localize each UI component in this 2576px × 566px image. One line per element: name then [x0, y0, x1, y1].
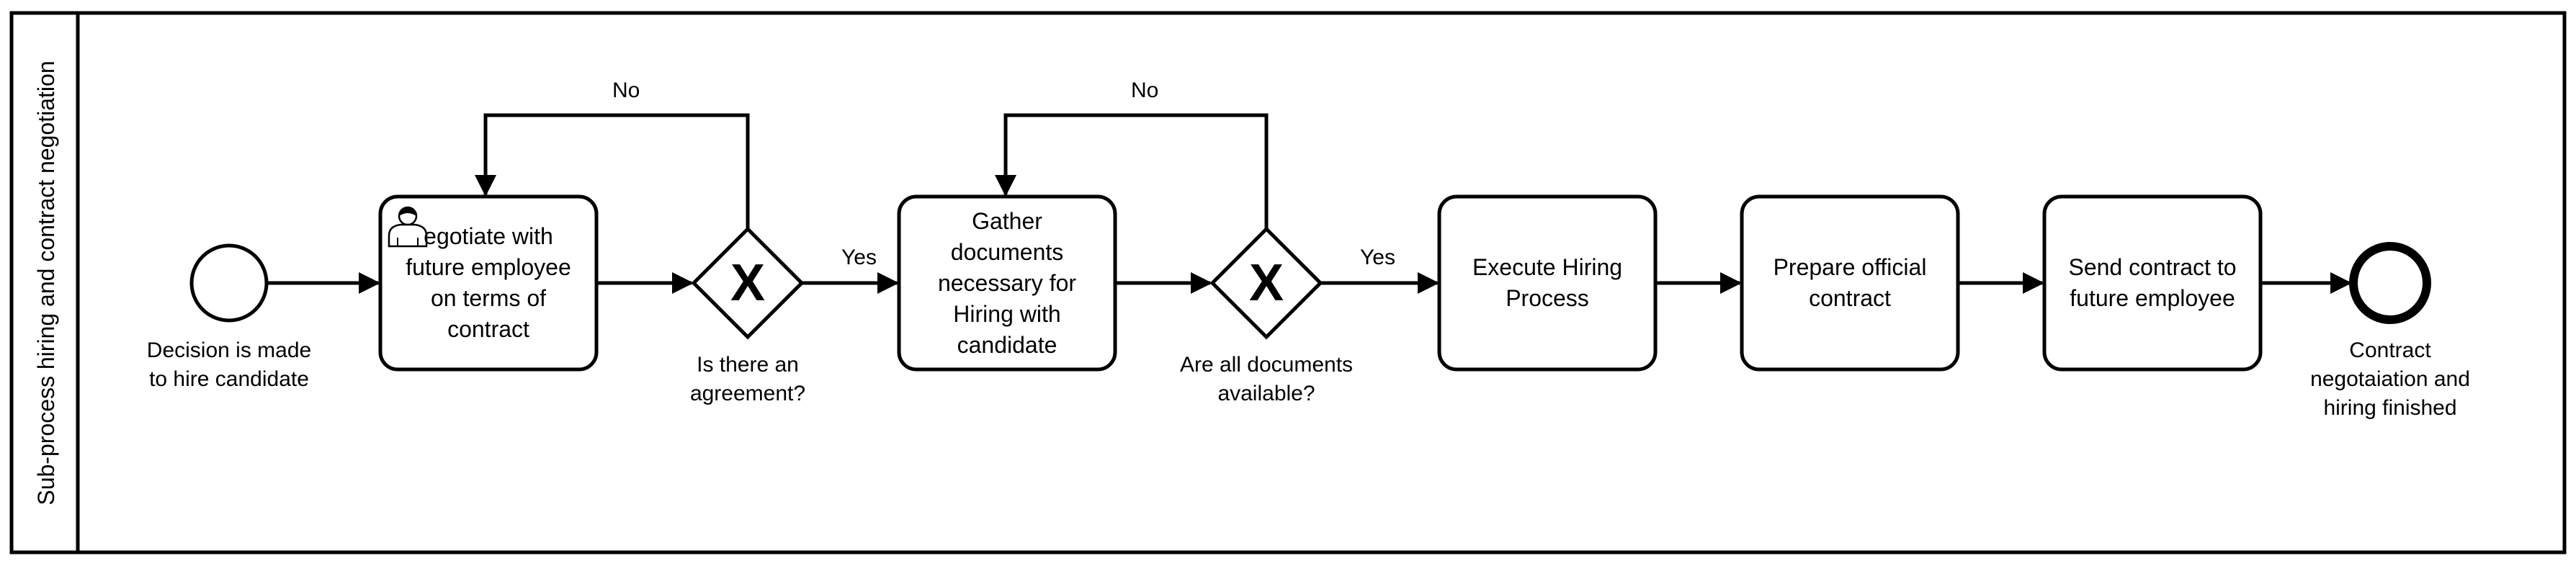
edge-label-agreement-yes: Yes	[841, 246, 877, 269]
start-event[interactable]	[189, 243, 269, 323]
user-icon	[388, 206, 428, 248]
task-send-label: Send contract to future employee	[2068, 254, 2237, 311]
end-event-label: Contract negotaiation and hiring finishe…	[2310, 338, 2470, 420]
edge-label-documents-no: No	[1131, 78, 1159, 102]
end-event[interactable]	[2349, 242, 2431, 324]
gateway-documents-label: Are all documents available?	[1179, 353, 1354, 405]
edge-label-documents-yes: Yes	[1360, 246, 1395, 269]
flow-documents-no[interactable]	[995, 113, 1269, 229]
flow-agreement-no[interactable]	[475, 113, 750, 229]
pool-label: Sub-process hiring and contract negotiat…	[32, 60, 59, 506]
gateway-agreement-marker: X	[730, 254, 765, 312]
gateway-agreement[interactable]: X	[691, 226, 805, 340]
task-negotiate-label: egotiate with future employee on terms o…	[406, 223, 571, 342]
edge-label-agreement-no: No	[612, 78, 640, 102]
gateway-documents[interactable]: X	[1209, 226, 1323, 340]
task-gather-label: Gather documents necessary for Hiring wi…	[937, 207, 1077, 358]
gateway-agreement-label: Is there an agreement?	[689, 353, 806, 405]
task-execute-label: Execute Hiring Process	[1472, 254, 1623, 311]
gateway-documents-marker: X	[1249, 254, 1284, 312]
task-prepare-label: Prepare official contract	[1773, 254, 1927, 311]
start-event-label: Decision is made to hire candidate	[146, 338, 312, 391]
